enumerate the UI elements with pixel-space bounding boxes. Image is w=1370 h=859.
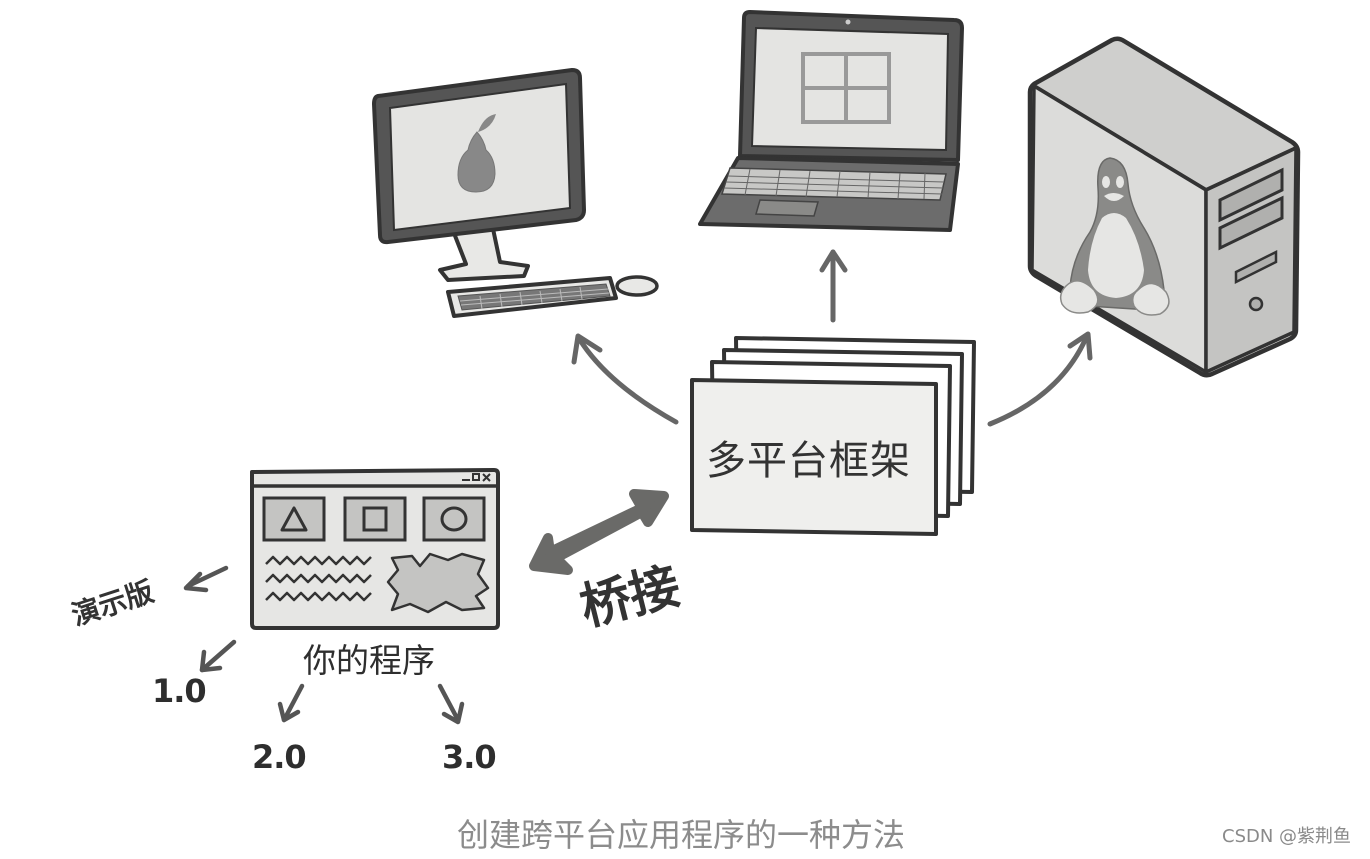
windows-logo-icon (801, 52, 891, 124)
framework-stack (690, 336, 976, 536)
version-1-label: 1.0 (152, 672, 207, 710)
arrow-to-demo (183, 565, 229, 593)
app-label: 你的程序 (303, 641, 435, 680)
app-window (250, 468, 500, 630)
linux-tower (1027, 36, 1301, 378)
arrow-to-laptop (819, 249, 848, 323)
arrow-to-mac (571, 333, 679, 425)
bridge-double-arrow (529, 489, 669, 575)
triangle-icon (280, 506, 308, 532)
imac-desktop (372, 68, 659, 318)
arrow-to-v3 (437, 683, 465, 725)
linux-penguin-icon (1059, 157, 1170, 316)
framework-label: 多平台框架 (706, 438, 911, 484)
windows-laptop (698, 10, 964, 232)
arrow-to-v2 (277, 683, 305, 723)
apple-pear-logo-icon (457, 114, 496, 193)
arrow-to-v1 (199, 639, 237, 673)
circle-icon (440, 506, 468, 532)
window-control-icons (462, 473, 491, 482)
arrow-to-linux (987, 331, 1093, 427)
watermark: CSDN @紫荆鱼 (1222, 826, 1352, 847)
square-icon (362, 506, 388, 532)
figure-caption: 创建跨平台应用程序的一种方法 (457, 816, 906, 854)
version-3-label: 3.0 (442, 738, 497, 776)
version-2-label: 2.0 (252, 738, 307, 776)
